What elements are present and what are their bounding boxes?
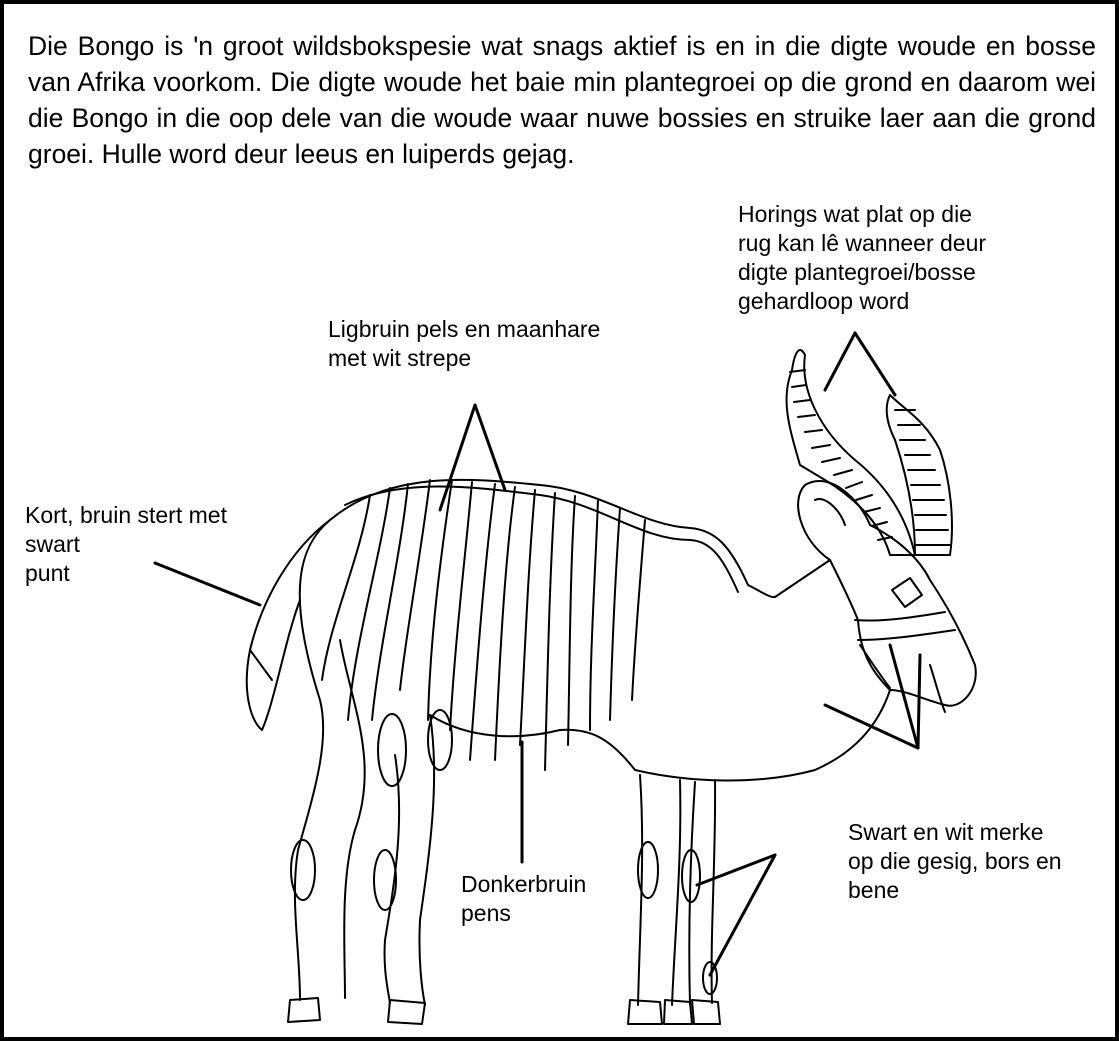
pointer-coat-left <box>440 405 475 510</box>
pointer-coat-right <box>475 405 505 490</box>
pointer-horns-left <box>825 333 855 390</box>
bongo-body-outline <box>288 480 890 1024</box>
tail <box>247 520 330 730</box>
coat-stripes <box>322 480 645 770</box>
pointer-horns-right <box>855 333 895 395</box>
pointer-marks-chin <box>918 655 920 748</box>
pointer-marks-leg-upper <box>697 855 775 885</box>
label-tail: Kort, bruin stert met swart punt <box>25 501 227 588</box>
label-horns: Horings wat plat op die rug kan lê wanne… <box>738 200 986 316</box>
label-coat: Ligbruin pels en maanhare met wit strepe <box>328 315 600 373</box>
label-belly: Donkerbruin pens <box>461 870 586 928</box>
pointer-marks-leg-lower <box>710 855 775 975</box>
pointer-marks-face <box>890 645 918 748</box>
head-outline <box>798 481 976 712</box>
label-marks: Swart en wit merke op die gesig, bors en… <box>848 818 1062 905</box>
pointer-marks-chest <box>825 705 918 748</box>
